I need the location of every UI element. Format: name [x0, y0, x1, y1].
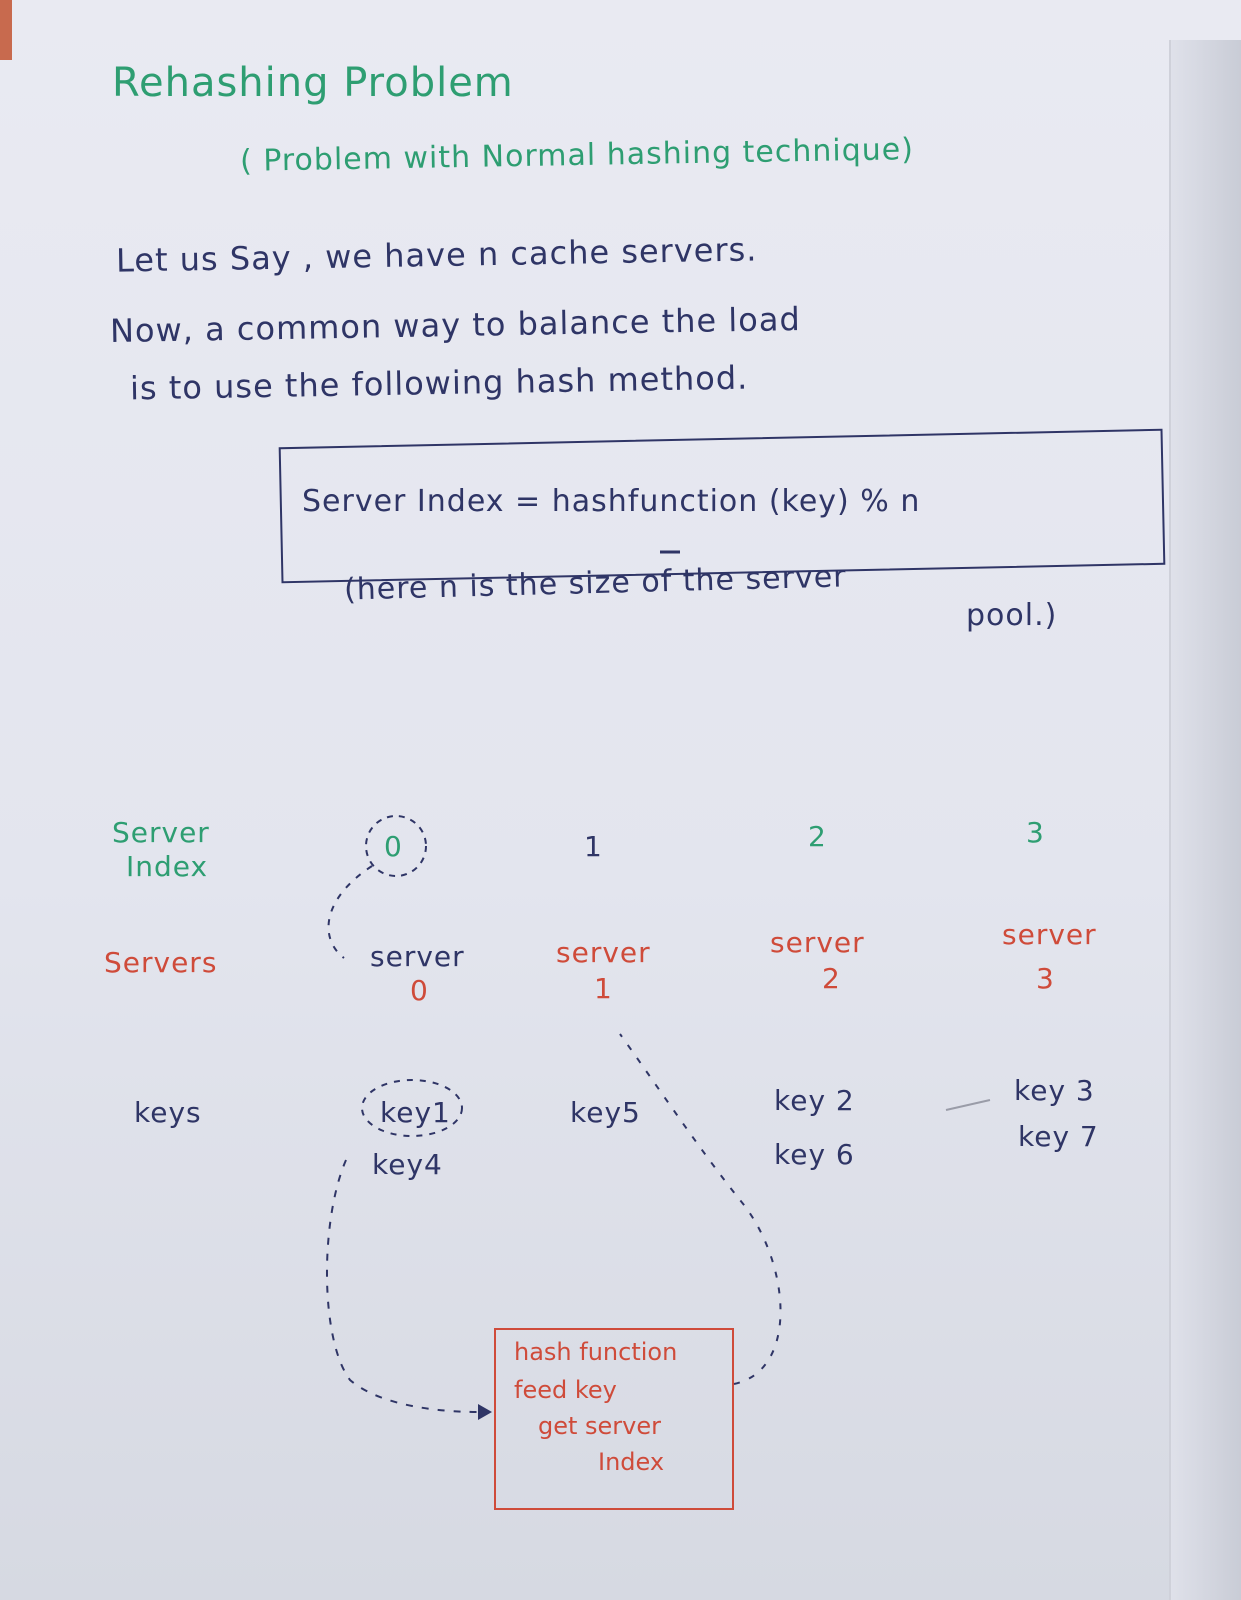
hashfunction-line-1: hash function: [514, 1338, 678, 1366]
hashfunction-box: [494, 1328, 734, 1510]
server-index-3: 3: [1026, 816, 1045, 849]
hashfunction-line-2: feed key: [514, 1376, 617, 1404]
server-3-number: 3: [1036, 962, 1055, 995]
note-line-2: pool.): [966, 598, 1058, 633]
server-2-number: 2: [822, 962, 841, 995]
server-index-1: 1: [584, 830, 603, 863]
paragraph-line-2: Now, a common way to balance the load: [109, 299, 802, 351]
paragraph-line-1: Let us Say , we have n cache servers.: [115, 230, 758, 280]
row-label-server-index-1: Server: [112, 816, 210, 849]
key-cell-3-b: key 7: [1018, 1120, 1099, 1153]
paragraph-line-3: is to use the following hash method.: [129, 358, 749, 408]
dashed-arrow-key-to-hashfunction: [326, 1159, 479, 1413]
server-index-2: 2: [808, 820, 827, 853]
faint-arrow-key3: [945, 1099, 991, 1111]
hashfunction-line-3: get server: [538, 1412, 662, 1440]
hashfunction-line-4: Index: [598, 1448, 665, 1476]
row-label-servers: Servers: [104, 946, 218, 979]
row-label-server-index-2: Index: [126, 850, 209, 883]
page-edge-left: [0, 0, 12, 60]
server-0-number: 0: [410, 974, 429, 1007]
server-0-name: server: [370, 940, 465, 973]
dashed-arrow-index-to-server: [327, 865, 373, 959]
page-title: Rehashing Problem: [112, 60, 514, 106]
key-cell-0-a: key1: [380, 1096, 451, 1129]
arrowhead-hashfunction: [478, 1404, 492, 1420]
server-2-name: server: [770, 926, 865, 959]
row-label-keys: keys: [134, 1096, 202, 1129]
key-cell-1-a: key5: [570, 1096, 641, 1129]
server-3-name: server: [1002, 918, 1097, 951]
key-cell-2-a: key 2: [774, 1084, 855, 1117]
key-cell-2-b: key 6: [774, 1138, 855, 1171]
server-1-number: 1: [594, 972, 613, 1005]
server-index-0: 0: [384, 830, 403, 863]
key-cell-0-b: key4: [372, 1148, 443, 1181]
formula-text: Server Index = hashfunction (key) % n: [302, 484, 921, 519]
server-1-name: server: [556, 936, 651, 969]
page-subtitle: ( Problem with Normal hashing technique): [239, 132, 915, 179]
key-cell-3-a: key 3: [1014, 1074, 1095, 1107]
page-edge-right: [1169, 40, 1241, 1600]
